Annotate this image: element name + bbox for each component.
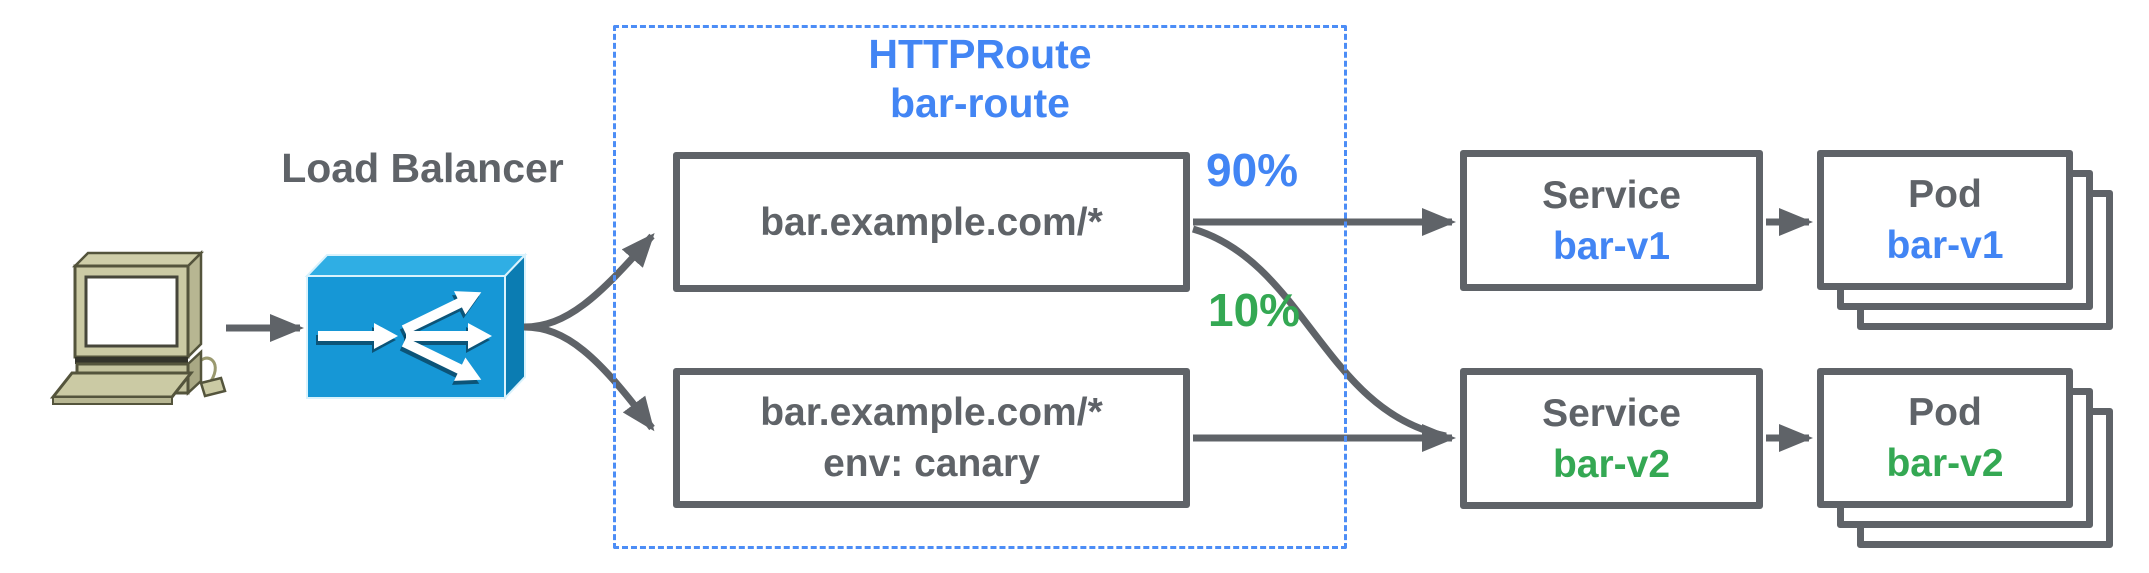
pod2-kind: Pod <box>1908 391 1982 434</box>
lb-fanout-arrows <box>316 291 492 385</box>
traffic-split-curve-10pct <box>1192 225 1447 440</box>
service1-name: bar-v1 <box>1552 224 1671 268</box>
service-box-bar-v2: Service bar-v2 <box>1460 368 1763 509</box>
service-box-bar-v1: Service bar-v1 <box>1460 150 1763 291</box>
pod1-kind: Pod <box>1908 173 1982 216</box>
service2-name: bar-v2 <box>1552 442 1671 486</box>
pod-stack-bar-v2: Pod bar-v2 <box>1817 368 2113 548</box>
weight-label-10: 10% <box>1208 284 1301 336</box>
httproute-title-name: bar-route <box>890 80 1070 126</box>
pod-box-bar-v1: Pod bar-v1 <box>1817 150 2073 290</box>
pod-box-bar-v2: Pod bar-v2 <box>1817 368 2073 508</box>
httproute-title: HTTPRoute bar-route <box>613 30 1347 128</box>
match2-header-rule: env: canary <box>823 442 1040 485</box>
match-box-bar-v1: bar.example.com/* <box>673 152 1190 292</box>
httproute-title-kind: HTTPRoute <box>868 31 1092 77</box>
match2-host-rule: bar.example.com/* <box>760 391 1103 434</box>
load-balancer-3d-box-icon <box>304 252 528 401</box>
service1-kind: Service <box>1542 173 1681 217</box>
service2-kind: Service <box>1542 391 1681 435</box>
desktop-computer-icon <box>49 249 227 405</box>
pod-stack-bar-v1: Pod bar-v1 <box>1817 150 2113 330</box>
pod2-name: bar-v2 <box>1886 442 2004 485</box>
httproute-group-box <box>613 25 1347 549</box>
pod1-name: bar-v1 <box>1886 224 2004 267</box>
match1-host-rule: bar.example.com/* <box>760 200 1103 244</box>
match-box-canary: bar.example.com/* env: canary <box>673 368 1190 508</box>
load-balancer-label: Load Balancer <box>281 145 564 191</box>
lb-to-match2-arrow <box>523 323 655 432</box>
weight-label-90: 90% <box>1206 144 1299 196</box>
